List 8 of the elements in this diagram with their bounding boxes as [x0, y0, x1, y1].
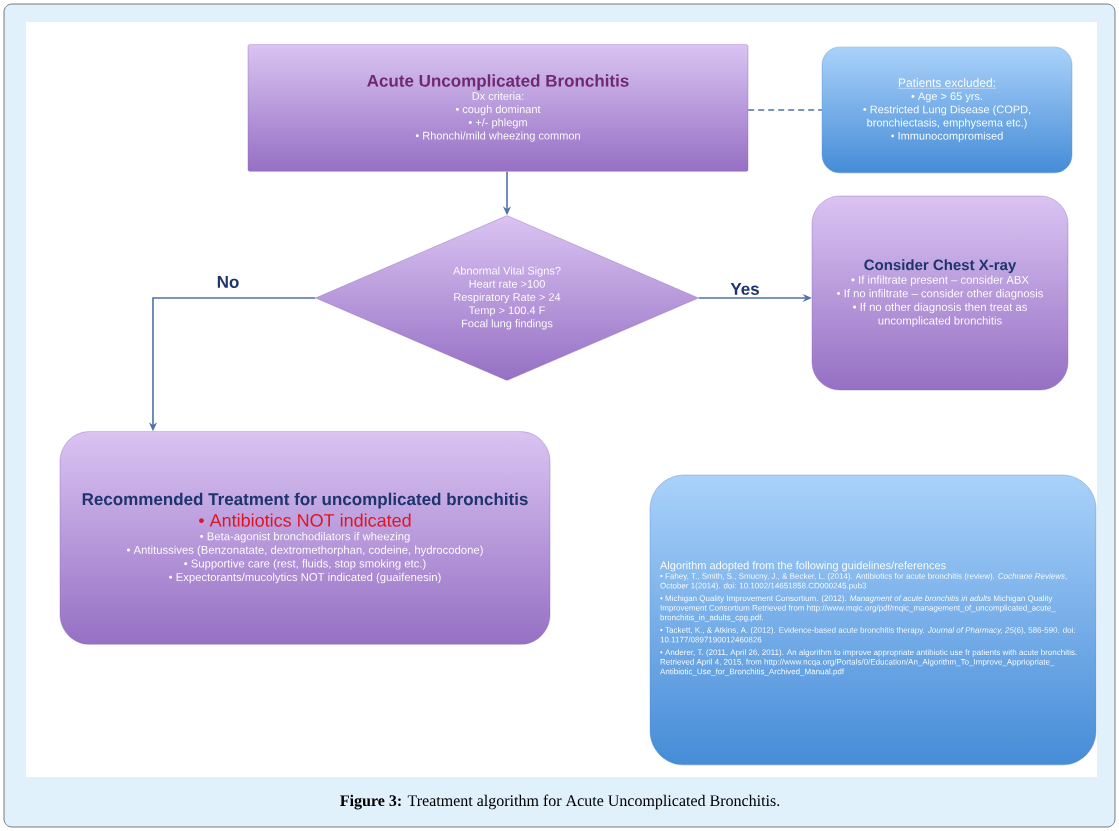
- process-box: Acute Uncomplicated Bronchitis Dx criteria: • cough dominant • +/- phlegm • Rhonchi/mild wheezing common: [247, 44, 749, 172]
- process-box: Consider Chest X-ray • If infiltrate present – consider ABX • If no infiltrate – consider other diagnosis • If no other diagnosis then treat as uncomplicated bronchitis: [811, 195, 1069, 391]
- note-box: Patients excluded: • Age > 65 yrs. • Restricted Lung Disease (COPD, bronchiectasis, emphysema etc.) • Immunocompromised: [821, 46, 1073, 174]
- caption: Figure 3: Treatment algorithm for Acute Uncomplicated Bronchitis.: [340, 794, 780, 810]
- process-box: Recommended Treatment for uncomplicated bronchitis • Antibiotics NOT indicated • Beta-agonist bronchodilators if wheezing • Antitussives (Benzonatate, dextromethorphan, codeine, hydrocodone) • Supportive care (rest, fluids, stop smoking etc.) • Expectorants/mucolytics NOT indicated (guaifenesin): [59, 431, 551, 645]
- connector-line: [747, 109, 823, 111]
- edge-label: Yes: [730, 283, 759, 295]
- edge-label: No: [217, 276, 239, 288]
